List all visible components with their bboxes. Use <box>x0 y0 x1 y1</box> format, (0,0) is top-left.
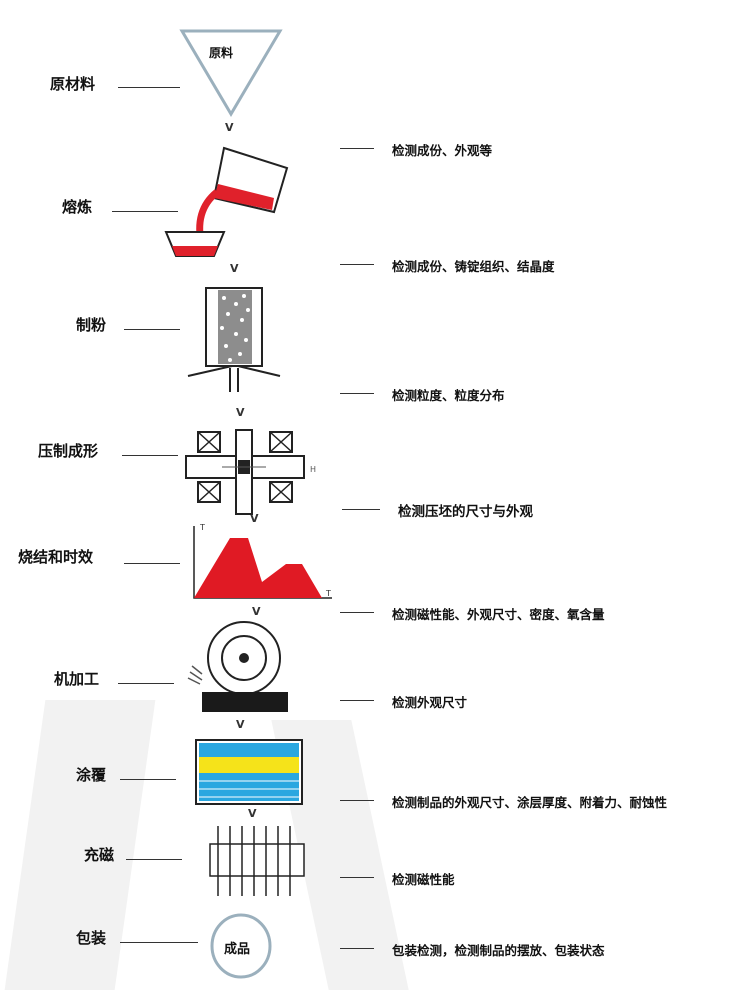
stage-label-magnetizing: 充磁 <box>84 846 115 864</box>
hopper-label: 原料 <box>209 46 234 60</box>
sintering-profile-icon: T T <box>193 523 332 599</box>
flow-arrow-icon: V <box>236 718 245 731</box>
check-connector <box>340 877 374 878</box>
flow-arrow-icon: V <box>250 512 259 525</box>
check-connector <box>340 800 374 801</box>
check-connector <box>340 148 374 149</box>
check-connector <box>340 948 374 949</box>
flow-arrow-icon: V <box>248 807 257 820</box>
check-connector <box>340 700 374 701</box>
crucible-pour-icon <box>164 146 289 257</box>
stage-label-sintering: 烧结和时效 <box>18 548 94 566</box>
coating-bath-icon <box>195 739 303 805</box>
grinding-wheel-icon <box>187 621 288 712</box>
check-label-coating: 检测制品的外观尺寸、涂层厚度、附着力、耐蚀性 <box>392 795 668 810</box>
stage-label-pressing: 压制成形 <box>38 442 99 460</box>
magnetizer-icon <box>209 826 305 896</box>
press-die-icon: H <box>185 429 316 515</box>
check-label-sintering: 检测磁性能、外观尺寸、密度、氧含量 <box>392 607 605 622</box>
stage-connector <box>122 455 178 456</box>
stage-connector <box>118 87 180 88</box>
stage-connector <box>120 779 176 780</box>
check-label-magnetizing: 检测磁性能 <box>392 872 455 887</box>
stage-label-smelting: 熔炼 <box>62 198 93 216</box>
product-label: 成品 <box>224 942 251 957</box>
stage-connector <box>112 211 178 212</box>
chart-axis-top-label: T <box>199 523 205 532</box>
product-ellipse-icon <box>210 913 272 979</box>
hopper-icon <box>179 29 283 117</box>
check-connector <box>340 612 374 613</box>
check-label-pulverizing: 检测粒度、粒度分布 <box>392 388 505 403</box>
flow-arrow-icon: V <box>230 262 239 275</box>
powder-mill-icon <box>187 287 281 392</box>
check-label-pressing: 检测压坯的尺寸与外观 <box>398 504 533 520</box>
stage-label-raw-material: 原材料 <box>50 75 96 93</box>
check-connector <box>340 393 374 394</box>
stage-label-pulverizing: 制粉 <box>76 316 107 334</box>
stage-connector <box>118 683 174 684</box>
flow-arrow-icon: V <box>225 121 234 134</box>
stage-label-coating: 涂覆 <box>76 766 107 784</box>
check-label-smelting: 检测成份、铸锭组织、结晶度 <box>392 259 555 274</box>
stage-label-packaging: 包装 <box>76 929 107 947</box>
stage-label-machining: 机加工 <box>54 670 100 688</box>
flow-arrow-icon: V <box>236 406 245 419</box>
stage-connector <box>126 859 182 860</box>
check-label-raw-material: 检测成份、外观等 <box>392 143 493 158</box>
check-connector <box>342 509 380 510</box>
stage-connector <box>124 563 180 564</box>
stage-connector <box>124 329 180 330</box>
check-label-machining: 检测外观尺寸 <box>392 695 468 710</box>
chart-axis-right-label: T <box>325 589 331 598</box>
check-connector <box>340 264 374 265</box>
flow-arrow-icon: V <box>252 605 261 618</box>
press-field-label: H <box>310 465 316 474</box>
check-label-packaging: 包装检测，检测制品的摆放、包装状态 <box>392 943 605 958</box>
stage-connector <box>120 942 198 943</box>
